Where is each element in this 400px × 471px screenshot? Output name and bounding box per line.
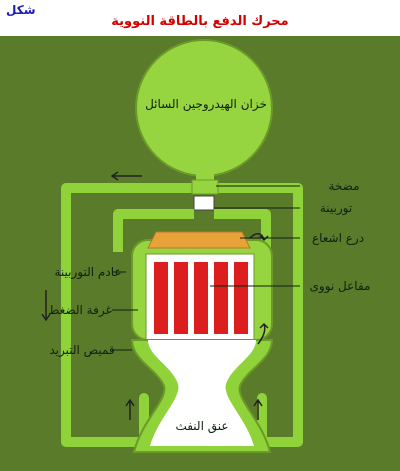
label-reactor: مفاعل نووى [310, 279, 371, 294]
leader-lines [112, 185, 300, 351]
pump [191, 179, 219, 195]
label-cooling-jacket: قميص التبريد [49, 343, 114, 358]
arrow-down-icon [41, 290, 51, 322]
arrow-left-icon [110, 171, 142, 181]
reactor-core [154, 262, 248, 334]
label-tank: خزان الهيدروجين السائل [145, 97, 267, 112]
arrow-up-icon [253, 398, 263, 420]
label-pump: مضخة [328, 179, 359, 193]
label-pressure-chamber: غرفة الضغط [48, 303, 111, 318]
core-bar [154, 262, 168, 334]
label-nozzle: عنق النفث [175, 419, 228, 434]
core-bar [234, 262, 248, 334]
turbine-loop [113, 209, 271, 252]
radiation-shield [147, 231, 251, 249]
core-bar [194, 262, 208, 334]
arrow-curve-icon [257, 322, 269, 345]
label-turbine: توربينة [320, 201, 352, 216]
core-bar [214, 262, 228, 334]
figure-label: شكل [6, 3, 36, 17]
turbine [193, 195, 215, 211]
label-turbine-exhaust: عادم التوربينة [54, 265, 121, 280]
nozzle [148, 340, 256, 446]
diagram-title: محرك الدفع بالطاقة النووية [111, 14, 289, 29]
core-bar [174, 262, 188, 334]
flow-arrows [41, 171, 269, 420]
arrow-up-icon [125, 398, 135, 420]
label-shield: درع اشعاع [312, 231, 364, 246]
